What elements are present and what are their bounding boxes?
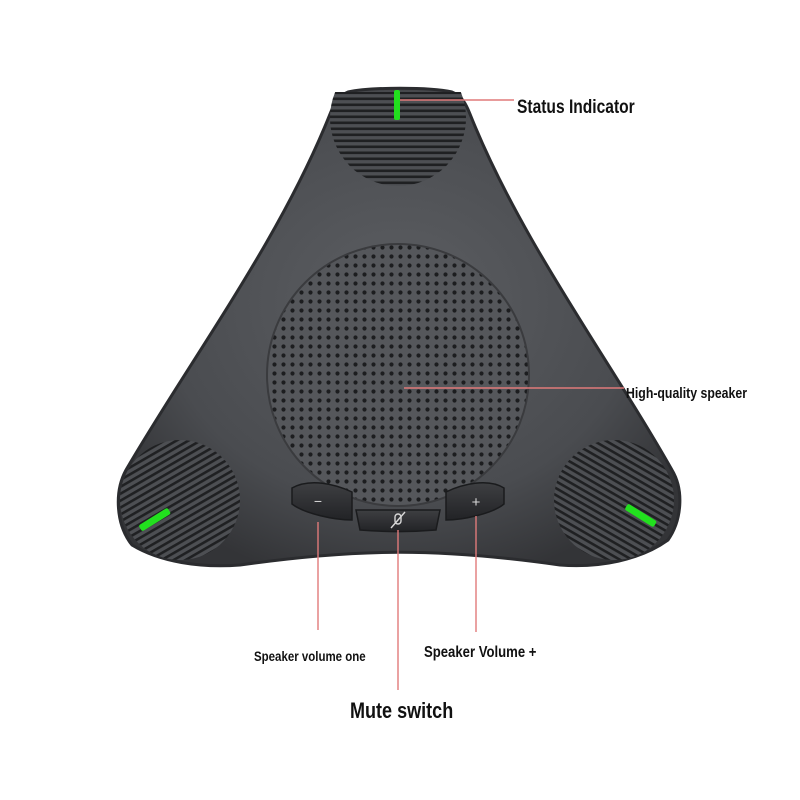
leader-lines — [317, 99, 624, 690]
volume-down-symbol: − — [314, 493, 322, 509]
left-microphone-grille — [120, 440, 240, 560]
volume-down-label: Speaker volume one — [254, 648, 366, 664]
volume-up-button[interactable]: + — [445, 482, 505, 521]
mute-button[interactable] — [355, 509, 441, 533]
speaker-grille — [266, 243, 530, 507]
mic-mute-icon — [390, 511, 406, 529]
status-indicator-label: Status Indicator — [517, 97, 635, 118]
left-led — [139, 508, 171, 531]
right-microphone-grille — [554, 440, 674, 560]
volume-up-label: Speaker Volume + — [424, 644, 537, 661]
mute-switch-label: Mute switch — [350, 698, 454, 723]
status-led — [394, 90, 400, 120]
speaker-label: High-quality speaker — [626, 385, 747, 402]
right-led — [625, 504, 657, 527]
volume-up-symbol: + — [472, 494, 481, 511]
volume-down-button[interactable]: − — [291, 482, 353, 521]
